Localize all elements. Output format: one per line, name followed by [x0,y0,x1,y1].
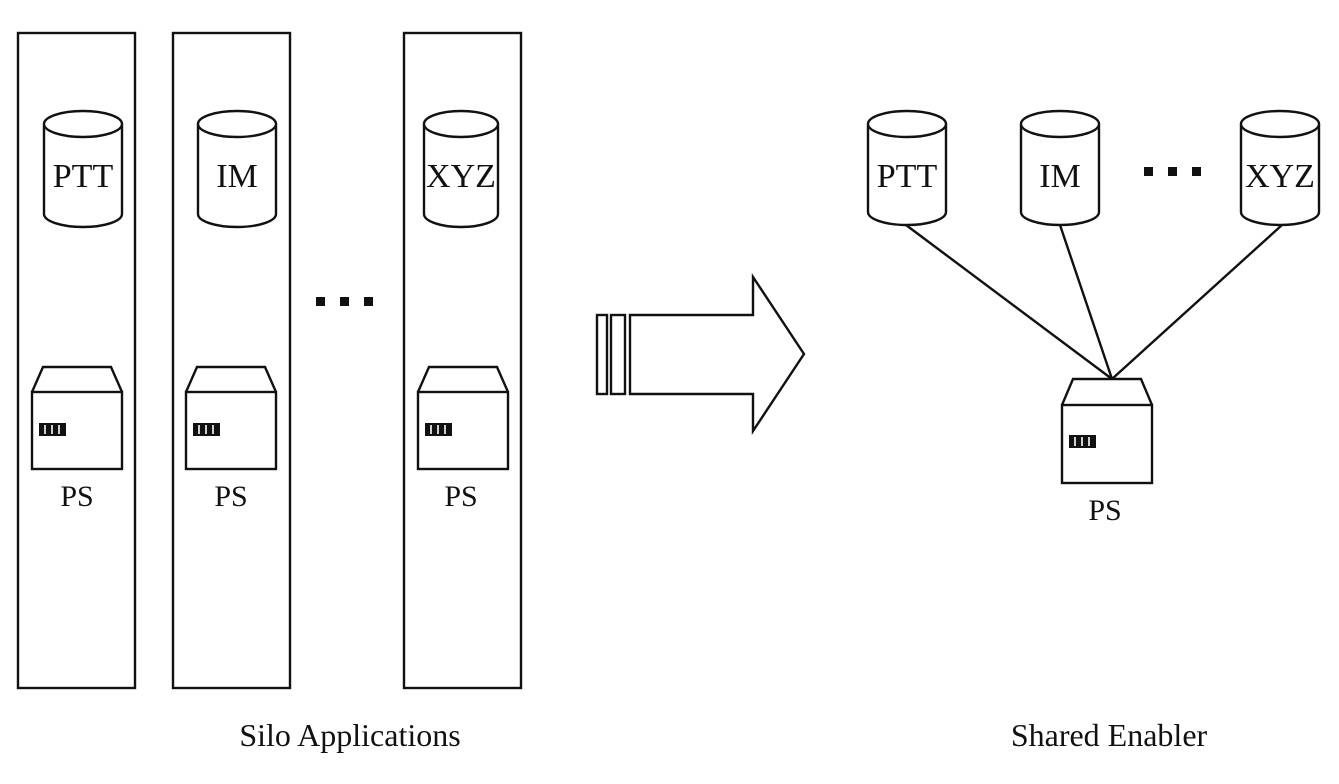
server-port-icon [39,423,66,436]
connection-line [905,224,1113,380]
database-cylinder-icon [1239,109,1321,227]
shared-enabler: PTT IM XYZ [866,109,1321,753]
connection-lines [905,224,1283,380]
silo-column: IM PS [171,31,292,690]
ellipsis-icon [316,297,373,306]
shared-enabler-caption: Shared Enabler [1011,717,1208,753]
connection-line [1111,224,1283,380]
transition-arrow-icon [595,273,806,435]
server-box-icon [30,365,124,471]
silo-applications-caption: Silo Applications [239,717,460,753]
silo-applications: PTT PS IM [16,31,523,753]
server-port-icon [193,423,220,436]
database-label: PTT [53,158,114,195]
server-box-icon [416,365,510,471]
database-label: XYZ [1245,158,1315,195]
database-label: PTT [877,158,938,195]
database-cylinder-icon [196,109,278,229]
silo-column: PTT PS [16,31,137,690]
ellipsis-icon [1144,167,1201,176]
server-port-icon [425,423,452,436]
server-box-icon [184,365,278,471]
silo-column: XYZ PS [402,31,523,690]
database-cylinder-icon [422,109,500,229]
server-label: PS [60,480,93,513]
server-label: PS [214,480,247,513]
database-cylinder-icon [42,109,124,229]
database-cylinder-icon [1019,109,1101,227]
database-cylinder-icon [866,109,948,227]
database-label: XYZ [426,158,496,195]
server-box-icon [1060,377,1154,485]
connection-line [1058,224,1114,380]
database-label: IM [1039,158,1081,195]
server-label: PS [444,480,477,513]
database-label: IM [216,158,258,195]
server-label: PS [1088,494,1121,527]
server-port-icon [1069,435,1096,448]
